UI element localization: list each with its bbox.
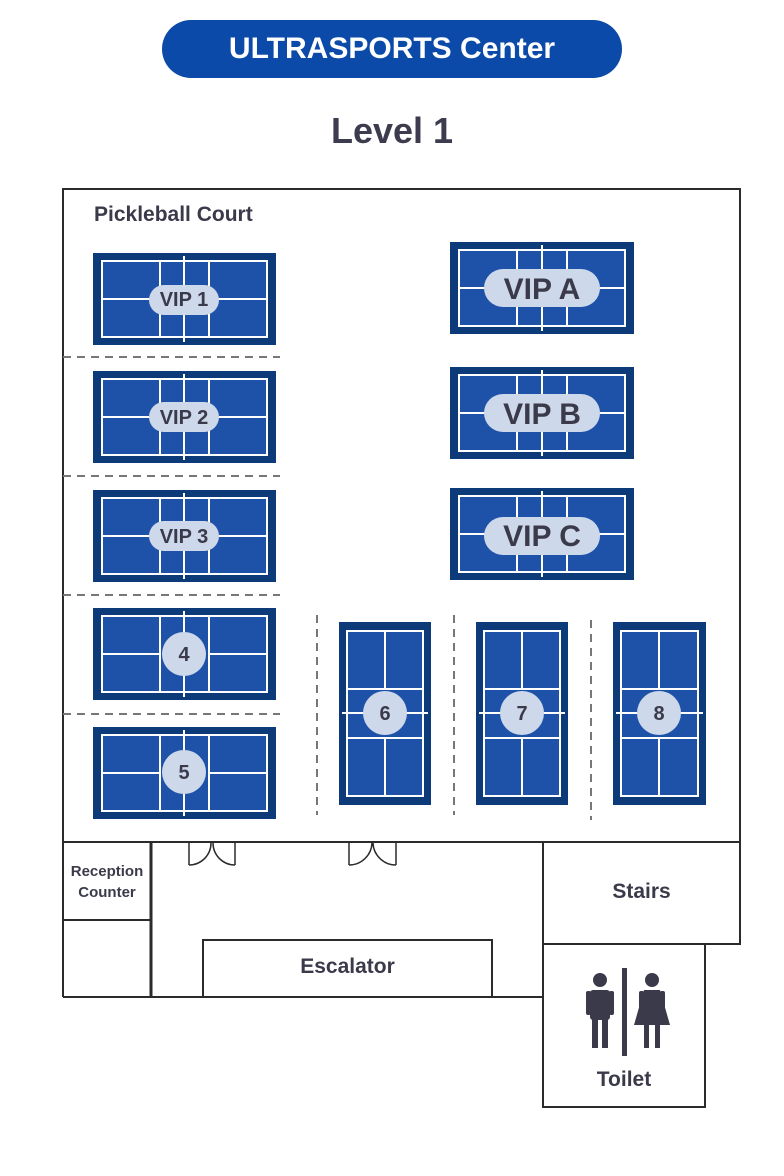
- court-vipb[interactable]: VIP B: [450, 367, 634, 459]
- court-label: VIP 2: [160, 407, 209, 429]
- court-vipa[interactable]: VIP A: [450, 242, 634, 334]
- court-vip3[interactable]: VIP 3: [93, 490, 276, 582]
- toilet-room: [542, 943, 706, 1108]
- main-hall-outline: [62, 188, 741, 843]
- court-5[interactable]: 5: [93, 727, 276, 819]
- reception-counter-label: Reception Counter: [70, 863, 144, 901]
- court-8[interactable]: 8: [613, 622, 706, 805]
- court-label: VIP 1: [160, 289, 209, 311]
- court-4[interactable]: 4: [93, 608, 276, 700]
- court-label: 7: [516, 703, 527, 725]
- court-label: 5: [178, 762, 189, 784]
- court-7[interactable]: 7: [476, 622, 568, 805]
- toilet-icon: [586, 968, 670, 1056]
- center-title: ULTRASPORTS Center: [228, 32, 556, 65]
- door-right: [348, 842, 397, 866]
- court-label: VIP 3: [160, 526, 209, 548]
- court-label: VIP B: [503, 398, 581, 431]
- court-vip1[interactable]: VIP 1: [93, 253, 276, 345]
- pickleball-court-label: Pickleball Court: [94, 203, 253, 226]
- center-title-banner: ULTRASPORTS Center: [162, 20, 622, 78]
- escalator-label: Escalator: [300, 955, 395, 978]
- stairs-label: Stairs: [612, 880, 671, 903]
- court-label: VIP A: [504, 273, 581, 306]
- door-left: [188, 842, 236, 866]
- level-title: Level 1: [330, 110, 454, 151]
- court-label: 8: [653, 703, 664, 725]
- court-label: 4: [178, 644, 190, 666]
- court-label: VIP C: [503, 520, 581, 553]
- court-vipc[interactable]: VIP C: [450, 488, 634, 580]
- court-6[interactable]: 6: [339, 622, 431, 805]
- escalator-box: [202, 939, 493, 998]
- court-label: 6: [379, 703, 390, 725]
- court-vip2[interactable]: VIP 2: [93, 371, 276, 463]
- toilet-label: Toilet: [596, 1068, 652, 1091]
